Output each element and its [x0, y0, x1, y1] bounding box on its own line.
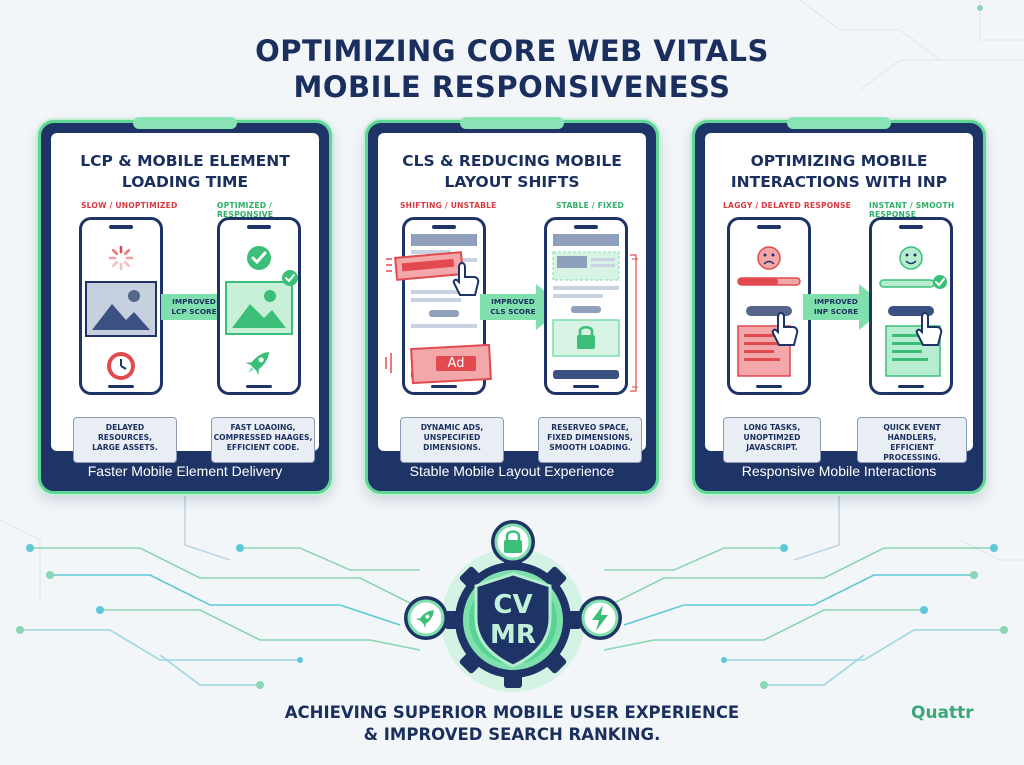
image-icon: [85, 281, 157, 337]
panel-content: CLS & REDUCING MOBILE LAYOUT SHIFTS SHIF…: [378, 133, 646, 463]
panel-cls: CLS & REDUCING MOBILE LAYOUT SHIFTS SHIF…: [365, 117, 659, 494]
ad-label: Ad: [436, 356, 476, 371]
panel-lcp: LCP & MOBILE ELEMENT LOADING TIME SLOW /…: [38, 117, 332, 494]
arrow-icon: [803, 284, 887, 330]
panel-inp: OPTIMIZING MOBILE INTERACTIONS WITH INP …: [692, 117, 986, 494]
badge-line2: MR: [490, 620, 536, 650]
quattr-logo: Quattr: [911, 703, 974, 723]
panel-tab: [460, 117, 564, 129]
phone-laggy: [727, 217, 811, 395]
instant-note: QUICK EVENT HANDLERS, EFFICIENT PROCESSI…: [857, 417, 967, 463]
stable-label: STABLE / FIXED: [556, 201, 624, 210]
cursor-hand-icon: [452, 261, 480, 296]
arrow-caption-line2: CLS SCORE: [490, 307, 536, 316]
panel-title-line2: LOADING TIME: [121, 173, 249, 191]
frown-icon: [757, 246, 781, 270]
cursor-hand-icon: [771, 311, 799, 346]
image-icon: [225, 281, 293, 335]
clock-icon: [107, 352, 135, 380]
panel-title: CLS & REDUCING MOBILE LAYOUT SHIFTS: [378, 151, 646, 193]
panel-title-line2: INTERACTIONS WITH INP: [730, 173, 948, 191]
arrow-caption-line1: IMPROVED: [491, 297, 535, 306]
arrow-caption: IMPROVED LCP SCORE: [161, 297, 227, 317]
panel-title-line1: LCP & MOBILE ELEMENT: [80, 152, 290, 170]
check-icon: [933, 275, 947, 289]
shifting-note: DYNAMIC ADS, UNSPECIFIED DIMENSIONS.: [400, 417, 504, 463]
fast-note: FAST LOAOING, COMPRESSED HAAGES, EFFICIE…: [211, 417, 315, 463]
panel-title-line2: LAYOUT SHIFTS: [444, 173, 580, 191]
arrow-caption-line1: IMPROVED: [814, 297, 858, 306]
slow-label: SLOW / UNOPTIMIZED: [81, 201, 178, 210]
lock-icon: [504, 530, 522, 553]
panel-title-line1: CLS & REDUCING MOBILE: [402, 152, 622, 170]
laggy-label: LAGGY / DELAYED RESPONSE: [723, 201, 852, 210]
page-title-line2: MOBILE RESPONSIVENESS: [293, 70, 731, 104]
badge-line1: CV: [493, 590, 533, 620]
instant-label: INSTANT / SMOOTH RESPONSE: [869, 201, 955, 219]
panel-title-line1: OPTIMIZING MOBILE: [750, 152, 928, 170]
phone-slow: [79, 217, 163, 395]
slow-note: DELAYED RESOURCES, LARGE ASSETS.: [73, 417, 177, 463]
panel-title: OPTIMIZING MOBILE INTERACTIONS WITH INP: [705, 151, 973, 193]
arrow-caption-line2: INP SCORE: [813, 307, 859, 316]
phone-fast: [217, 217, 301, 395]
bottom-heading-line1: ACHIEVING SUPERIOR MOBILE USER EXPERIENC…: [284, 703, 740, 722]
arrow-caption: IMPROVED CLS SCORE: [480, 297, 546, 317]
cvmr-badge: [404, 520, 622, 692]
panel-content: LCP & MOBILE ELEMENT LOADING TIME SLOW /…: [51, 133, 319, 463]
cursor-hand-icon: [915, 311, 943, 346]
check-icon: [247, 246, 271, 270]
arrow-caption-line2: LCP SCORE: [171, 307, 217, 316]
lock-icon: [577, 326, 595, 349]
shifting-label: SHIFTING / UNSTABLE: [400, 201, 497, 210]
lightning-icon: [592, 605, 608, 631]
panel-footer: Stable Mobile Layout Experience: [409, 463, 615, 479]
phone-stable: [544, 217, 628, 395]
panel-footer: Faster Mobile Element Delivery: [87, 463, 283, 479]
panel-footer: Responsive Mobile Interactions: [741, 463, 937, 479]
laggy-note: LONG TASKS, UNOPTIM2ED JAVASCRIPT.: [723, 417, 821, 463]
shifting-banner: [386, 251, 480, 296]
arrow-icon: [480, 284, 564, 330]
panel-title: LCP & MOBILE ELEMENT LOADING TIME: [51, 151, 319, 193]
rocket-icon: [245, 352, 269, 376]
panel-tab: [787, 117, 891, 129]
panel-content: OPTIMIZING MOBILE INTERACTIONS WITH INP …: [705, 133, 973, 463]
stable-note: RESERVEO SPACE, FIXED DIMENSIONS, SMOOTH…: [538, 417, 642, 463]
check-badge-icon: [282, 270, 298, 286]
phone-instant: [869, 217, 953, 395]
optimized-label: OPTIMIZED / RESPONSIVE: [217, 201, 274, 219]
arrow-caption: IMPROVED INP SCORE: [803, 297, 869, 317]
page-title-line1: OPTIMIZING CORE WEB VITALS: [255, 34, 769, 68]
stability-bracket: [630, 254, 638, 392]
bottom-heading-line2: & IMPROVED SEARCH RANKING.: [363, 725, 661, 744]
spinner-icon: [108, 245, 134, 271]
panel-tab: [133, 117, 237, 129]
smile-icon: [899, 246, 923, 270]
arrow-caption-line1: IMPROVED: [172, 297, 216, 306]
